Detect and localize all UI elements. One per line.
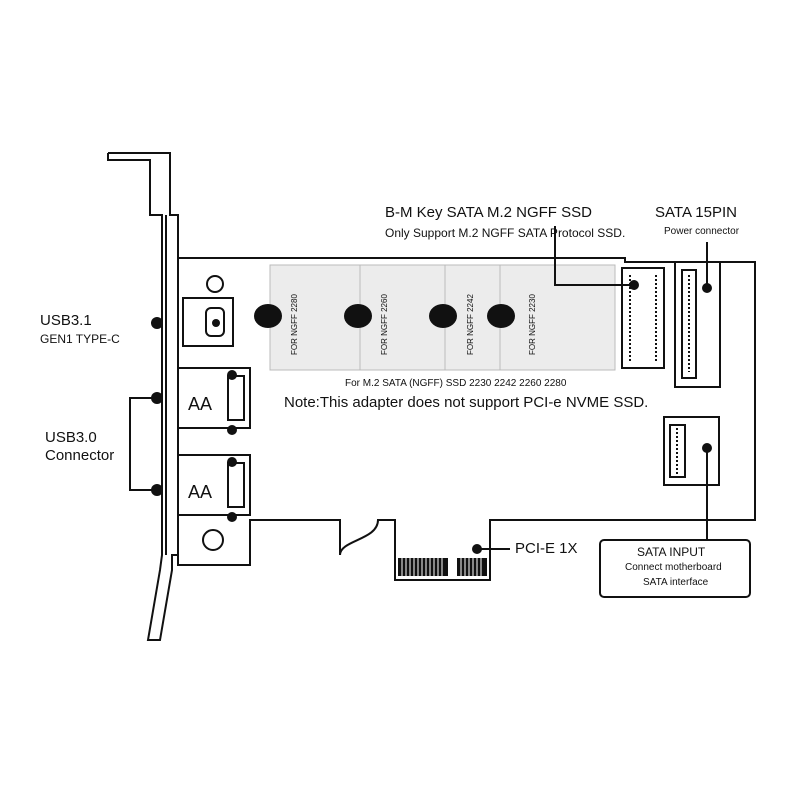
sata-input-title: SATA INPUT [637,545,706,559]
callout-lines [129,226,708,550]
usb-a-port-bottom: AA [177,454,251,516]
m2-title: B-M Key SATA M.2 NGFF SSD [385,204,592,221]
usb-type-c-port [182,297,234,347]
usb30-label: USB3.0 [45,429,97,446]
slot-label-2230: FOR NGFF 2230 [528,294,537,355]
mount-hole-top [206,275,224,293]
pcie-label: PCI-E 1X [515,540,578,557]
ssd-sizes-label: For M.2 SATA (NGFF) SSD 2230 2242 2260 2… [345,378,567,389]
nvme-note: Note:This adapter does not support PCI-e… [284,394,649,411]
sata-data-connector [663,416,720,486]
slot-label-2280: FOR NGFF 2280 [290,294,299,355]
pci-bracket [107,152,179,641]
svg-text:AA: AA [188,482,212,502]
m2-connector [621,267,665,369]
sata-input-line3: SATA interface [643,577,709,588]
ssd-mount-holes [254,304,515,328]
usb31-sub-label: GEN1 TYPE-C [40,332,120,346]
callout-dots [151,280,712,554]
svg-text:AA: AA [188,394,212,414]
sata-input-line2: Connect motherboard [625,562,722,573]
sata-power-connector [674,261,721,388]
slot-label-2242: FOR NGFF 2242 [466,294,475,355]
sata15-subtitle: Power connector [664,226,740,237]
m2-subtitle: Only Support M.2 NGFF SATA Protocol SSD. [385,226,626,240]
slot-label-2260: FOR NGFF 2260 [380,294,389,355]
usb30-sub-label: Connector [45,447,115,464]
usb31-label: USB3.1 [40,312,92,329]
mount-hole-bottom [202,529,224,551]
sata-input-callout-box [599,539,751,598]
sata15-title: SATA 15PIN [655,204,737,221]
